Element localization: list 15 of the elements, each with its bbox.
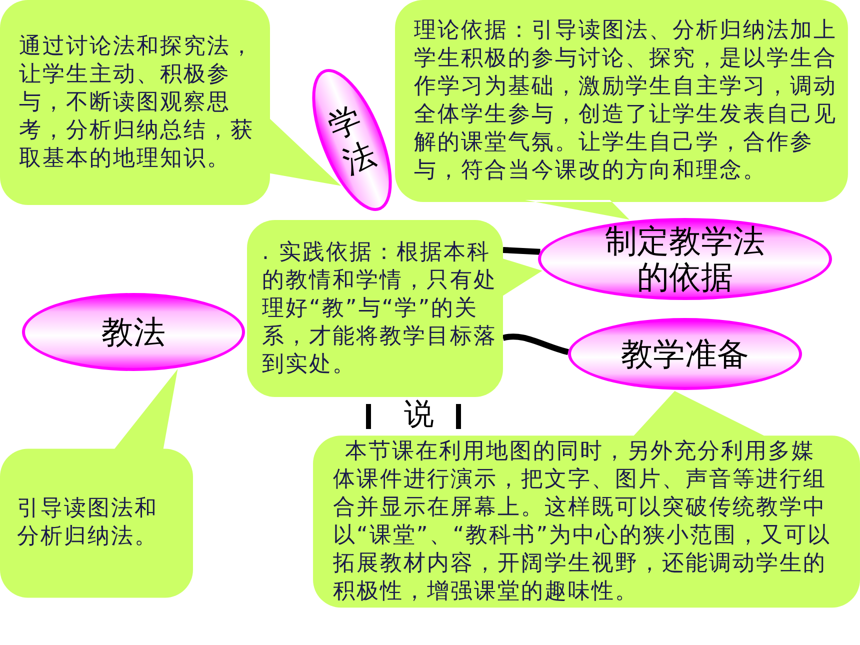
topic-ellipse: 教法 — [22, 293, 245, 371]
topic-ellipse: 制定教学法的依据 — [538, 218, 832, 300]
speech-bubble — [0, 369, 193, 598]
topic-ellipse: 教学准备 — [568, 318, 802, 390]
topic-text: 说 — [403, 398, 435, 432]
topic-ellipse: 学法 — [311, 67, 393, 213]
callout-text: . 实践依据：根据本科的教情和学情，只有处理好“教”与“学”的关系，才能将教学目标落到实处。 — [262, 238, 498, 378]
callout-text: 引导读图法和分析归纳法。 — [17, 495, 159, 552]
callout-text: 通过讨论法和探究法，让学生主动、积极参与，不断读图观察思考，分析归纳总结，获取基本的地理知识。 — [19, 32, 255, 172]
speech-bubble — [313, 391, 860, 608]
speech-bubble — [395, 0, 848, 220]
callout-text: 理论依据：引导读图法、分析归纳法加上学生积极的参与讨论、探究，是以学生合作学习为基础，激励学生自主学习，调动全体学生参与，创造了让学生发表自己见解的课堂气氛。让学生自己学，合作参与，符合当今课改的方向和理念。 — [414, 17, 838, 185]
connector-line — [502, 334, 569, 355]
connector-line — [502, 247, 540, 255]
callout-text: 本节课在利用地图的同时，另外充分利用多媒体课件进行演示，把文字、图片、声音等进行组合并显示在屏幕上。这样既可以突破传统教学中以“课堂”、“教科书”为中心的狭小范围，又可以拓展教材内容，开阔学生视野，还能调动学生的积极性，增强课堂的趣味性。 — [333, 438, 832, 606]
